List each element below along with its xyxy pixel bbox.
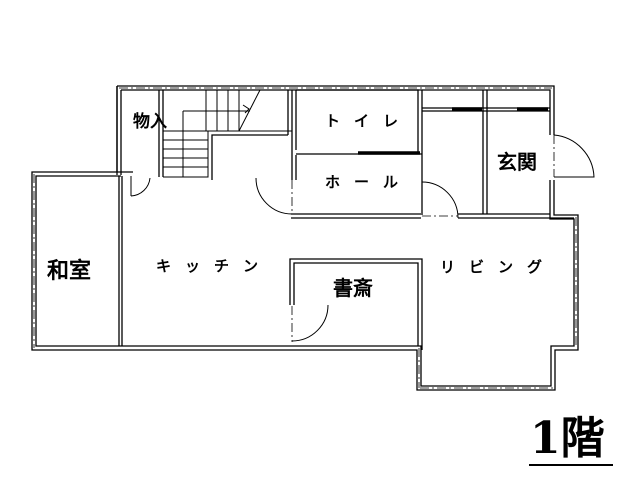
room-label-japanese-room: 和室 (47, 258, 92, 284)
room-label-toilet: トイレ (325, 112, 413, 130)
room-label-study: 書斎 (333, 276, 373, 300)
floor-label: 1階 (530, 413, 605, 464)
room-label-storage: 物入 (133, 112, 167, 132)
room-label-entrance: 玄関 (497, 150, 537, 174)
windows (358, 107, 548, 155)
room-label-living: リビング (440, 258, 557, 276)
floor-label-underline (529, 464, 613, 466)
stairs (163, 89, 261, 177)
room-label-hall: ホール (325, 173, 413, 191)
exterior-walls (31, 85, 579, 391)
room-label-kitchen: キッチン (156, 257, 273, 275)
doors (130, 134, 595, 342)
